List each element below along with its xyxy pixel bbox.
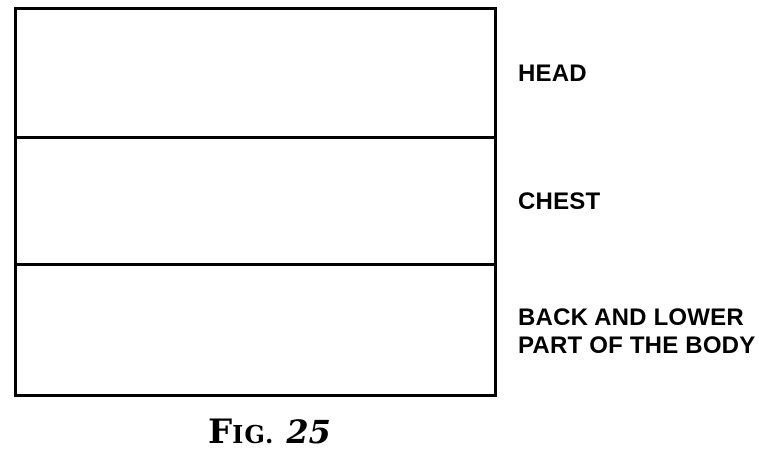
section-head xyxy=(17,10,494,139)
label-chest: CHEST xyxy=(518,188,601,215)
section-chest xyxy=(17,139,494,266)
caption-figure-number: 25 xyxy=(286,413,331,451)
caption-fig-initial: F xyxy=(208,412,233,452)
section-back xyxy=(17,266,494,394)
label-back-and-lower-body: BACK AND LOWER PART OF THE BODY xyxy=(518,304,756,359)
figure-caption: FIG. 25 xyxy=(208,412,331,452)
body-zones-rectangle xyxy=(14,7,497,397)
label-head: HEAD xyxy=(518,60,587,87)
caption-fig-smallcaps: IG. xyxy=(232,420,275,449)
